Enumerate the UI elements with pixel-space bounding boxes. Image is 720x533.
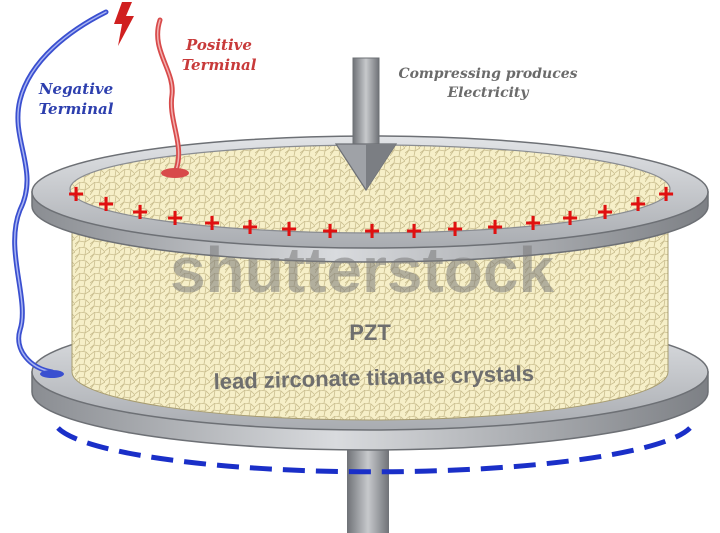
plus-sign: + <box>281 213 297 244</box>
plus-sign: + <box>597 196 613 227</box>
plus-sign: + <box>447 213 463 244</box>
top-plate <box>31 135 709 263</box>
plus-sign: + <box>204 207 220 238</box>
negative-contact <box>40 370 64 378</box>
plus-sign: + <box>406 215 422 246</box>
watermark: shutterstock <box>170 234 555 306</box>
negative-terminal-label-line1: Negative <box>38 80 113 98</box>
plus-sign: + <box>364 215 380 246</box>
negative-terminal-label-line2: Terminal <box>39 100 114 118</box>
plus-sign: + <box>322 215 338 246</box>
plus-sign: + <box>98 188 114 219</box>
plus-sign: + <box>658 178 674 209</box>
plus-sign: + <box>68 178 84 209</box>
compress-caption-line1: Compressing produces <box>398 66 577 82</box>
plus-sign: + <box>630 188 646 219</box>
plus-sign: + <box>167 202 183 233</box>
pzt-label: PZT <box>349 320 391 345</box>
positive-charge-row: + + + + + + + + + + + + + + + + + <box>68 178 674 246</box>
compress-caption-line2: Electricity <box>446 85 529 101</box>
plus-sign: + <box>525 207 541 238</box>
plus-sign: + <box>487 211 503 242</box>
lightning-bolt-icon <box>114 2 134 46</box>
plus-sign: + <box>562 202 578 233</box>
positive-contact <box>161 168 189 178</box>
pzt-crystal-body <box>71 207 669 421</box>
positive-terminal-label-line1: Positive <box>185 36 252 54</box>
positive-terminal-label-line2: Terminal <box>182 56 257 74</box>
down-arrow-icon <box>334 57 398 192</box>
plus-sign: + <box>242 211 258 242</box>
plus-sign: + <box>132 196 148 227</box>
